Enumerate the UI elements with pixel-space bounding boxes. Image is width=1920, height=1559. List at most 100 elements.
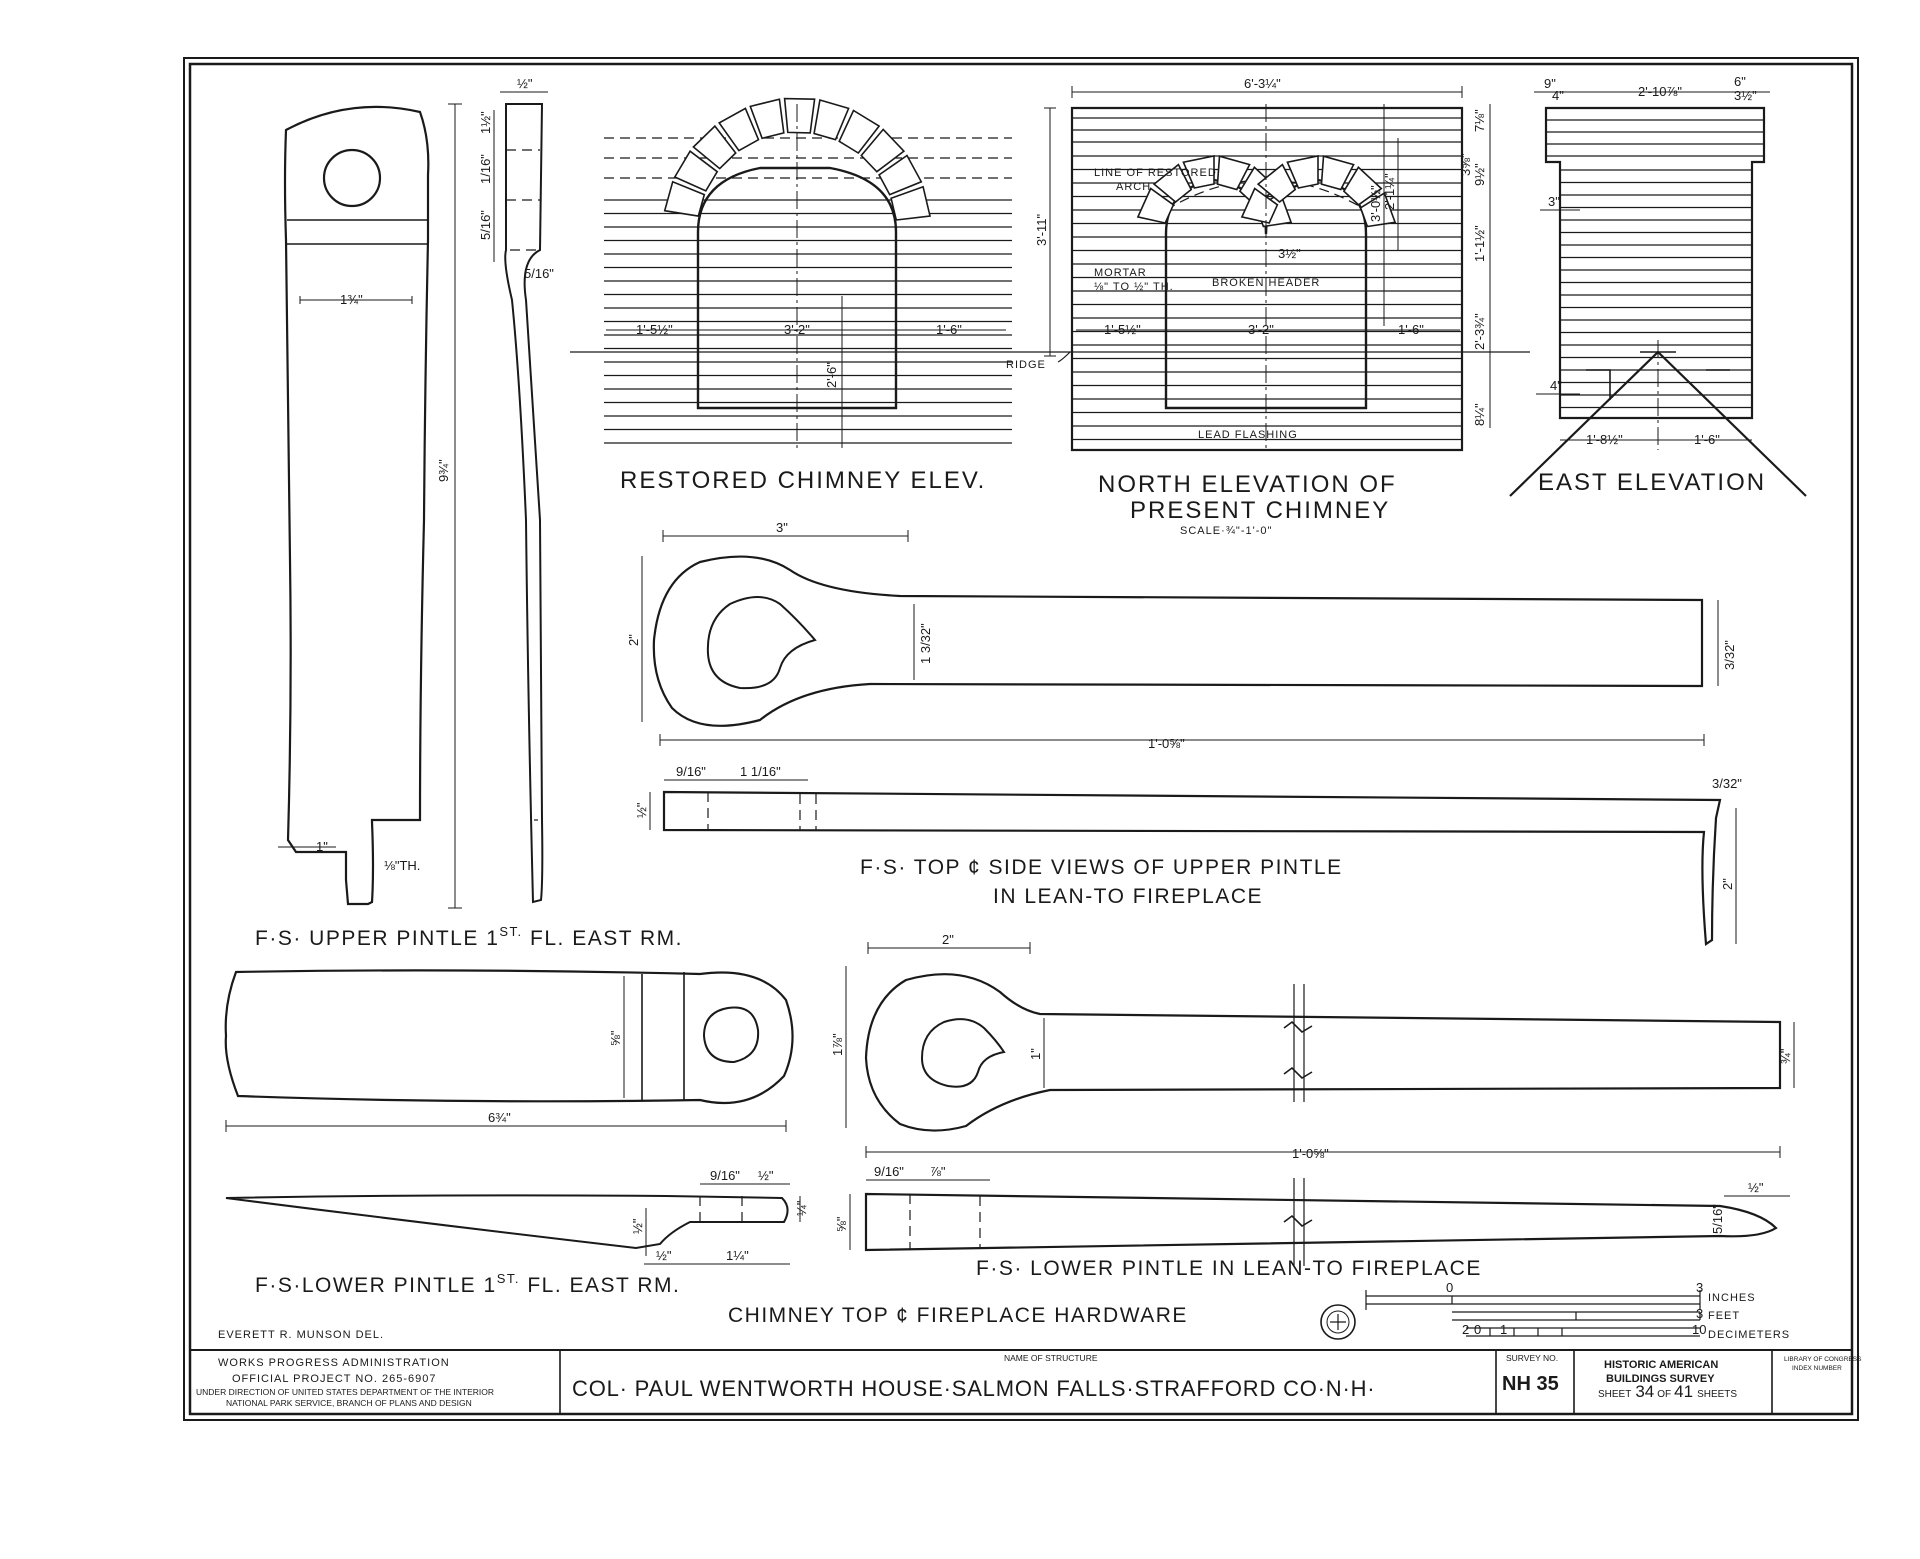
- dim-text: 1'-6": [936, 322, 962, 337]
- dim-text: 8¼": [1472, 403, 1487, 426]
- agency-line-2: OFFICIAL PROJECT NO. 265-6907: [232, 1373, 436, 1385]
- scale-note: SCALE·¾"-1'-0": [1180, 525, 1272, 537]
- north-elevation: 6'-3¼" 1'-5½" 3'-2" 1'-6" 3'-11" 3'-0½" …: [570, 76, 1530, 452]
- dim-text: ½": [1748, 1180, 1764, 1195]
- delineator: EVERETT R. MUNSON DEL.: [218, 1329, 384, 1341]
- dim-text: 3½": [1734, 88, 1757, 103]
- arch-brick: [1182, 155, 1215, 189]
- dim-text: ⅛"TH.: [384, 858, 420, 873]
- dim-text: 3'-0½": [1368, 185, 1383, 222]
- dim-text: ½": [517, 76, 533, 91]
- restored-chimney-title: RESTORED CHIMNEY ELEV.: [620, 467, 986, 494]
- arch-brick: [813, 98, 850, 141]
- upper-pintle-leanto-top-dims: 3" 2" 1 3/32" 3/32" 1'-0⅝": [626, 520, 1737, 751]
- dim-text: 3'-2": [784, 322, 810, 337]
- agency-line-3: UNDER DIRECTION OF UNITED STATES DEPARTM…: [196, 1387, 494, 1397]
- dim-text: 6¾": [488, 1110, 511, 1125]
- dim-text: 1'-5½": [1104, 322, 1141, 337]
- dim-text: 3⅝": [1458, 153, 1473, 176]
- scale-tick: 2: [1462, 1322, 1469, 1337]
- scale-tick: 0: [1446, 1280, 1453, 1295]
- arch-brick: [1216, 155, 1251, 191]
- arch-brick: [838, 109, 881, 155]
- habs-line-1: HISTORIC AMERICAN: [1604, 1359, 1718, 1371]
- scale-label-decimeters: DECIMETERS: [1708, 1329, 1790, 1341]
- dim-text: 5/16": [524, 266, 554, 281]
- arch-brick: [860, 128, 906, 173]
- upper-pintle-east-dims: 1¾" 1" ⅛"TH. 9¾": [278, 103, 462, 909]
- arch-brick: [783, 97, 816, 134]
- dim-text: 9": [1544, 76, 1556, 91]
- lower-pintle-leanto-top-view: [864, 973, 1782, 1132]
- dim-text: 2'-10⅞": [1638, 84, 1682, 99]
- dim-text: 4": [1550, 378, 1562, 393]
- dim-text: 6'-3¼": [1244, 76, 1281, 91]
- arch-brick: [663, 180, 706, 218]
- loc-line-2: INDEX NUMBER: [1792, 1365, 1842, 1372]
- dim-text: ⅝": [608, 1030, 623, 1046]
- lower-pintle-east-side-view: 9/16" ½" ¼" ½" ½" 1¼": [225, 1168, 809, 1265]
- dim-text: 9/16": [710, 1168, 740, 1183]
- north-elevation-title-1: NORTH ELEVATION OF: [1098, 471, 1397, 498]
- survey-number: NH 35: [1502, 1373, 1559, 1395]
- dim-text: 1'-0⅝": [1148, 736, 1185, 751]
- dim-text: 1'-1½": [1472, 225, 1487, 262]
- dim-text: 3": [1548, 194, 1560, 209]
- dim-text: 2": [1720, 878, 1735, 890]
- dim-text: 7⅛": [1472, 109, 1487, 132]
- upper-pintle-east-front-view: [283, 105, 430, 906]
- lower-pintle-leanto-title: F·S· LOWER PINTLE IN LEAN-TO FIREPLACE: [976, 1257, 1482, 1280]
- lower-pintle-leanto-side-dims: 9/16" ⅞" ⅝" ½" 5/16": [834, 1164, 1790, 1250]
- national-park-service-seal-icon: [1320, 1304, 1356, 1340]
- dim-text: 1/16": [478, 154, 493, 184]
- dim-text: 9¾": [436, 459, 451, 482]
- east-elevation-title: EAST ELEVATION: [1538, 469, 1766, 496]
- upper-pintle-leanto-top-view: [652, 555, 1704, 727]
- arch-brick: [673, 150, 719, 192]
- dim-text: 1¾": [340, 292, 363, 307]
- upper-pintle-east-title: F·S· UPPER PINTLE 1ST. FL. EAST RM.: [255, 924, 683, 950]
- arch-brick: [1240, 187, 1279, 224]
- dim-text: 3/32": [1722, 640, 1737, 670]
- sheet-title: CHIMNEY TOP ¢ FIREPLACE HARDWARE: [728, 1304, 1188, 1327]
- dim-text: 9/16": [874, 1164, 904, 1179]
- arch-brick: [1136, 187, 1175, 224]
- dim-text: 1'-5½": [636, 322, 673, 337]
- upper-pintle-leanto-side-dims: 9/16" 1 1/16" ½" 3/32" 2": [634, 764, 1742, 944]
- dim-text: ½": [758, 1168, 774, 1183]
- dim-text: 2": [626, 634, 641, 646]
- dim-text: 3'-2": [1248, 322, 1274, 337]
- dim-text: ½": [656, 1248, 672, 1263]
- dim-text: 1'-0⅝": [1292, 1146, 1329, 1161]
- title-block: [190, 1349, 1852, 1414]
- dim-text: 3½": [1278, 246, 1301, 261]
- scale-label-feet: FEET: [1708, 1310, 1740, 1322]
- dim-text: 9/16": [676, 764, 706, 779]
- note-line-of-restored: LINE OF RESTORED: [1094, 167, 1217, 179]
- dim-text: 1'-6": [1694, 432, 1720, 447]
- note-mortar: MORTAR: [1094, 267, 1147, 279]
- arch-brick: [692, 124, 737, 170]
- dim-text: 2'-1¼": [1382, 173, 1397, 210]
- dim-text: 5/16": [1710, 1204, 1725, 1234]
- upper-pintle-east-side-dims: ½" 1½" 1/16" 5/16" 5/16": [478, 76, 554, 281]
- dim-text: 3'-11": [1034, 213, 1049, 246]
- dim-text: 1": [316, 839, 328, 854]
- note-broken-header: BROKEN HEADER: [1212, 277, 1320, 289]
- dim-text: 1 1/16": [740, 764, 781, 779]
- dim-text: ⅝": [834, 1216, 849, 1232]
- note-lead-flashing: LEAD FLASHING: [1198, 429, 1298, 441]
- scale-tick: 3: [1696, 1280, 1703, 1295]
- dim-text: 3/32": [1712, 776, 1742, 791]
- east-elevation: 9" 4" 2'-10⅞" 6" 3½" 3" 4" 1'-8½" 1'-6": [1509, 74, 1807, 497]
- arch-brick: [1320, 155, 1355, 191]
- dim-text: ¾": [1778, 1048, 1793, 1064]
- arch-brick: [878, 154, 923, 196]
- note-arch: ARCH: [1116, 181, 1151, 193]
- north-elevation-title-2: PRESENT CHIMNEY: [1130, 497, 1390, 524]
- dim-text: 4": [1552, 88, 1564, 103]
- note-ridge: RIDGE: [1006, 359, 1046, 371]
- dim-text: ½": [634, 802, 649, 818]
